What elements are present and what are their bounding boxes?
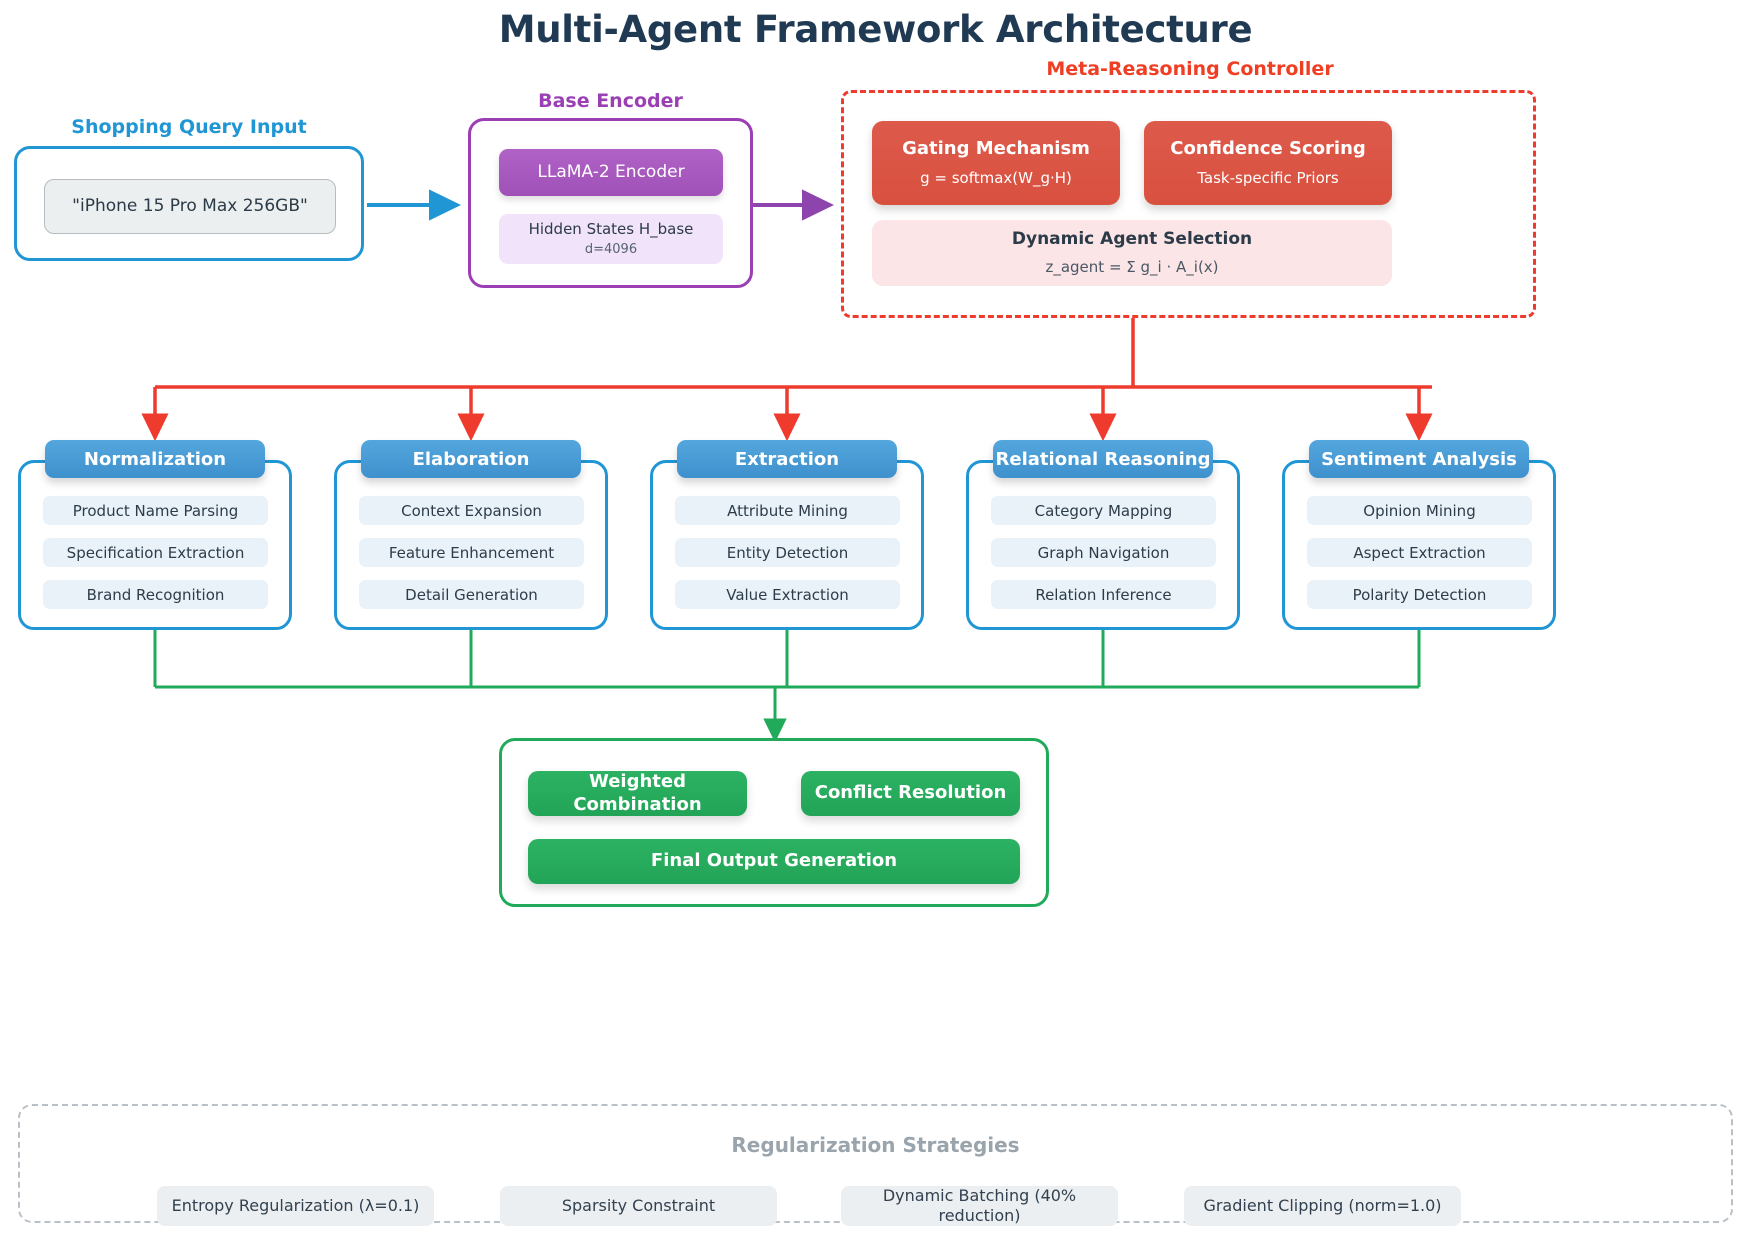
regularization-item[interactable]: Entropy Regularization (λ=0.1) [157,1186,434,1226]
conflict-resolution-chip[interactable]: Conflict Resolution [801,771,1020,816]
confidence-scoring-sub: Task-specific Priors [1197,169,1339,188]
agent-header-elaboration[interactable]: Elaboration [361,440,581,478]
agent-item[interactable]: Brand Recognition [43,580,268,609]
hidden-states-chip: Hidden States H_base d=4096 [499,214,723,264]
input-panel: "iPhone 15 Pro Max 256GB" [14,146,364,261]
regularization-item-label: Dynamic Batching (40% reduction) [882,1186,1077,1225]
gating-mechanism-title: Gating Mechanism [902,137,1090,159]
regularization-item[interactable]: Sparsity Constraint [500,1186,777,1226]
agent-item[interactable]: Specification Extraction [43,538,268,567]
regularization-item-label: Gradient Clipping (norm=1.0) [1203,1196,1442,1215]
agent-item[interactable]: Opinion Mining [1307,496,1532,525]
llama-encoder-label: LLaMA-2 Encoder [537,161,685,182]
gating-mechanism-block[interactable]: Gating Mechanism g = softmax(W_g·H) [872,121,1120,205]
agent-item[interactable]: Feature Enhancement [359,538,584,567]
page-title: Multi-Agent Framework Architecture [498,8,1253,51]
agent-header-extraction[interactable]: Extraction [677,440,897,478]
agent-header-relational-reasoning[interactable]: Relational Reasoning [993,440,1213,478]
agent-header-sentiment-analysis[interactable]: Sentiment Analysis [1309,440,1529,478]
dynamic-agent-selection-block: Dynamic Agent Selection z_agent = Σ g_i … [872,220,1392,286]
regularization-caption: Regularization Strategies [731,1133,1020,1157]
conflict-resolution-label: Conflict Resolution [814,782,1007,804]
controller-caption: Meta-Reasoning Controller [1046,58,1334,80]
agent-item[interactable]: Detail Generation [359,580,584,609]
controller-panel: Gating Mechanism g = softmax(W_g·H) Conf… [841,90,1536,318]
agent-item[interactable]: Polarity Detection [1307,580,1532,609]
llama-encoder-chip[interactable]: LLaMA-2 Encoder [499,149,723,196]
agent-item[interactable]: Product Name Parsing [43,496,268,525]
agent-item[interactable]: Entity Detection [675,538,900,567]
final-output-generation-label: Final Output Generation [650,850,898,872]
weighted-combination-label: Weighted Combination [573,771,702,815]
regularization-item-label: Sparsity Constraint [561,1196,716,1215]
agent-item[interactable]: Category Mapping [991,496,1216,525]
aggregation-panel: Weighted Combination Conflict Resolution… [499,738,1049,907]
agent-item[interactable]: Attribute Mining [675,496,900,525]
hidden-states-dim: d=4096 [584,241,638,257]
agent-header-normalization[interactable]: Normalization [45,440,265,478]
input-caption: Shopping Query Input [71,116,307,138]
query-text: "iPhone 15 Pro Max 256GB" [72,195,308,216]
confidence-scoring-title: Confidence Scoring [1170,137,1366,159]
weighted-combination-chip[interactable]: Weighted Combination [528,771,747,816]
agent-item[interactable]: Value Extraction [675,580,900,609]
regularization-item-label: Entropy Regularization (λ=0.1) [171,1196,420,1215]
dynamic-agent-selection-title: Dynamic Agent Selection [1011,228,1253,249]
confidence-scoring-block[interactable]: Confidence Scoring Task-specific Priors [1144,121,1392,205]
dynamic-agent-selection-formula: z_agent = Σ g_i · A_i(x) [1045,258,1219,276]
regularization-item[interactable]: Dynamic Batching (40% reduction) [841,1186,1118,1226]
query-chip[interactable]: "iPhone 15 Pro Max 256GB" [44,179,336,234]
gating-mechanism-formula: g = softmax(W_g·H) [920,169,1072,188]
agent-item[interactable]: Aspect Extraction [1307,538,1532,567]
hidden-states-title: Hidden States H_base [528,219,694,238]
agent-item[interactable]: Context Expansion [359,496,584,525]
regularization-item[interactable]: Gradient Clipping (norm=1.0) [1184,1186,1461,1226]
agent-item[interactable]: Graph Navigation [991,538,1216,567]
final-output-generation-chip[interactable]: Final Output Generation [528,839,1020,884]
encoder-panel: LLaMA-2 Encoder Hidden States H_base d=4… [468,118,753,288]
encoder-caption: Base Encoder [538,90,683,112]
agent-item[interactable]: Relation Inference [991,580,1216,609]
